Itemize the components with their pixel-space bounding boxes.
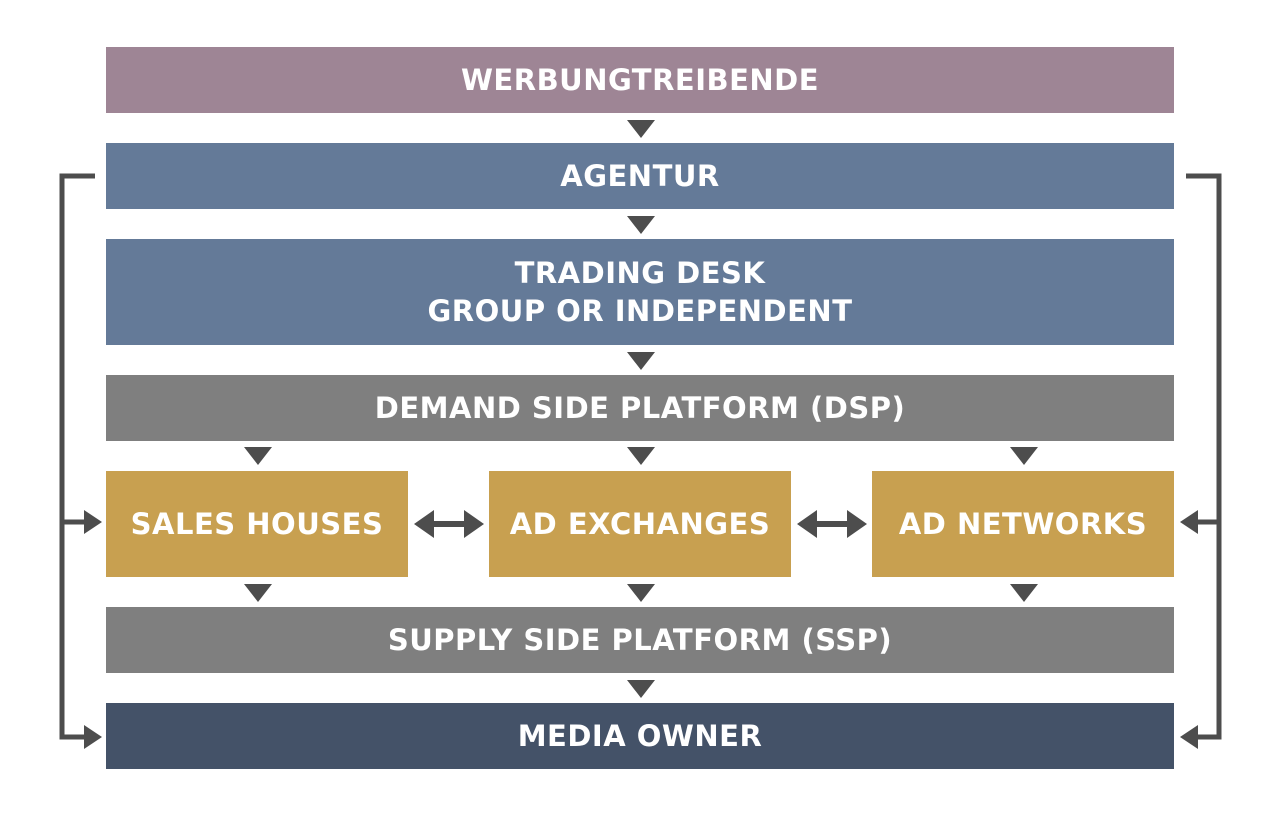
sales-houses-label: SALES HOUSES (130, 507, 384, 541)
ad-exchanges-box: AD EXCHANGES (489, 471, 791, 577)
arrow-advertiser-to-agency (627, 120, 655, 138)
agency-label: AGENTUR (560, 159, 720, 193)
dsp-box: DEMAND SIDE PLATFORM (DSP) (106, 375, 1174, 441)
arrow-ad-networks-to-ssp (1010, 584, 1038, 602)
left-bracket-arrowhead-bottom (84, 725, 102, 749)
media-owner-box: MEDIA OWNER (106, 703, 1174, 769)
arrow-trading-desk-to-dsp (627, 352, 655, 370)
right-bracket-arrowhead-bottom (1180, 725, 1198, 749)
ssp-label: SUPPLY SIDE PLATFORM (SSP) (387, 623, 893, 657)
trading-desk-label-line1: TRADING DESK (514, 256, 766, 290)
advertiser-label: WERBUNGTREIBENDE (460, 63, 820, 97)
arrow-ad-exchanges-to-ssp (627, 584, 655, 602)
trading-desk-label-line2: GROUP OR INDEPENDENT (427, 294, 853, 328)
ad-networks-box: AD NETWORKS (872, 471, 1174, 577)
ad-exchanges-label: AD EXCHANGES (509, 507, 771, 541)
ad-networks-label: AD NETWORKS (898, 507, 1148, 541)
double-arrow-sales-exchanges (414, 510, 484, 538)
right-bracket-line (1186, 173, 1222, 740)
arrow-dsp-to-sales-houses (244, 447, 272, 465)
trading-desk-box: TRADING DESK GROUP OR INDEPENDENT (106, 239, 1174, 345)
agency-box: AGENTUR (106, 143, 1174, 209)
double-arrow-exchanges-networks (797, 510, 867, 538)
arrow-dsp-to-ad-exchanges (627, 447, 655, 465)
sales-houses-box: SALES HOUSES (106, 471, 408, 577)
ssp-box: SUPPLY SIDE PLATFORM (SSP) (106, 607, 1174, 673)
arrow-dsp-to-ad-networks (1010, 447, 1038, 465)
media-owner-label: MEDIA OWNER (517, 719, 763, 753)
advertiser-box: WERBUNGTREIBENDE (106, 47, 1174, 113)
dsp-label: DEMAND SIDE PLATFORM (DSP) (374, 391, 906, 425)
arrow-sales-houses-to-ssp (244, 584, 272, 602)
arrow-ssp-to-media-owner (627, 680, 655, 698)
left-bracket-arrowhead-middle (84, 510, 102, 534)
left-bracket-line (59, 173, 95, 740)
right-bracket-arrowhead-middle (1180, 510, 1198, 534)
arrow-agency-to-trading-desk (627, 216, 655, 234)
